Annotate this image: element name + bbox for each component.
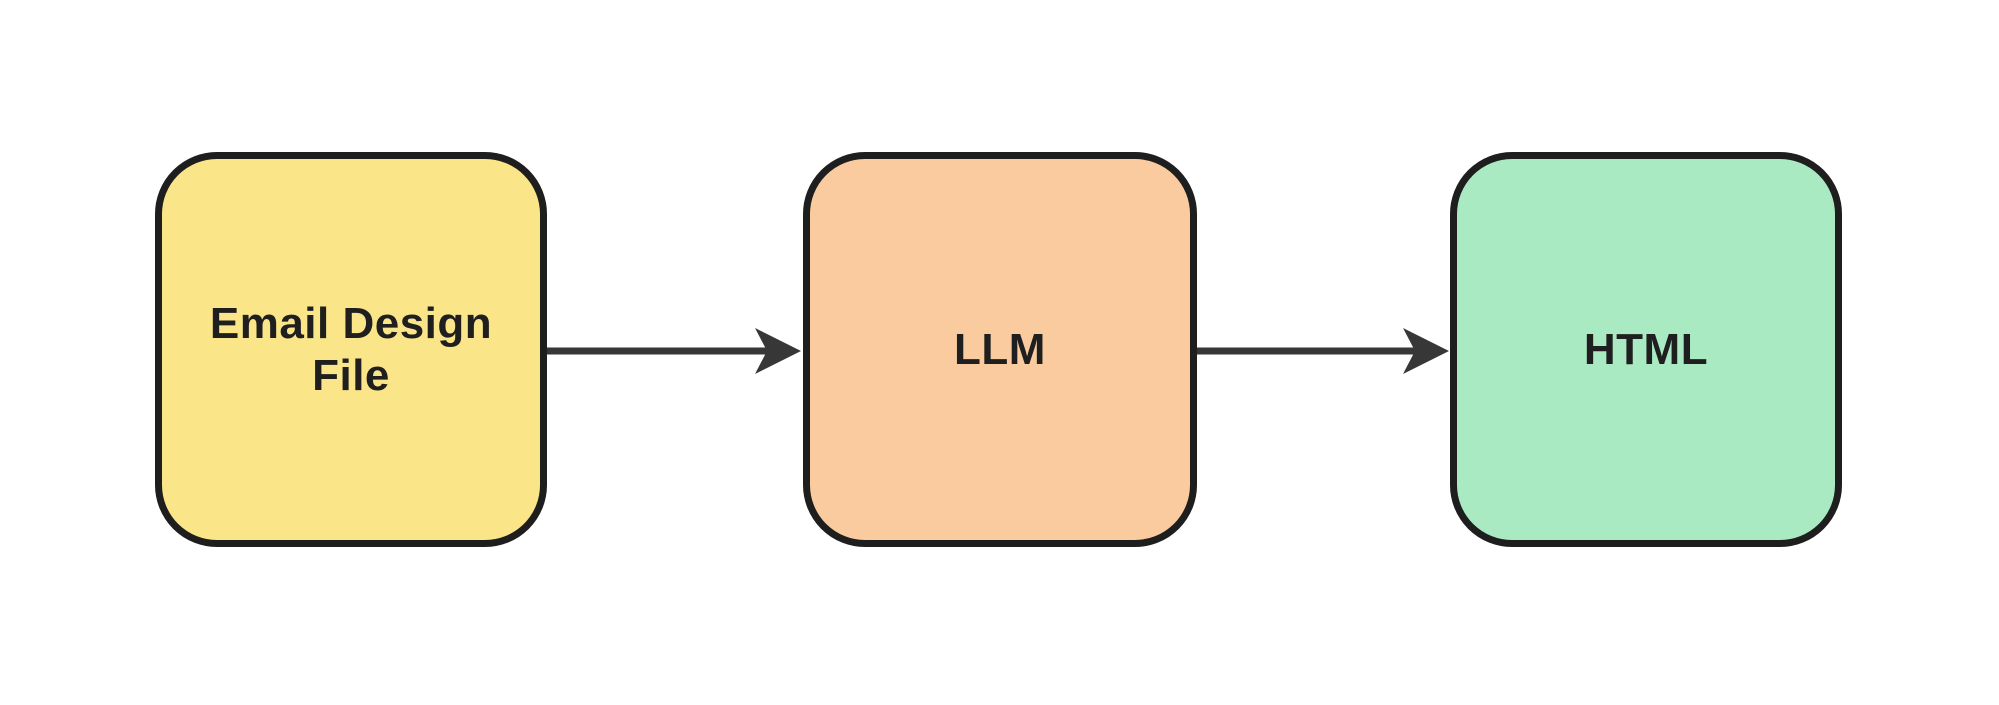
arrow-email-to-llm — [547, 328, 801, 374]
arrow-llm-to-html — [1197, 328, 1449, 374]
arrowhead-icon — [755, 328, 801, 374]
arrowhead-icon — [1403, 328, 1449, 374]
node-html: HTML — [1450, 152, 1842, 547]
node-email-design-file: Email Design File — [155, 152, 547, 547]
node-email-design-file-label: Email Design File — [209, 298, 493, 400]
node-llm-label: LLM — [954, 324, 1046, 374]
node-html-label: HTML — [1583, 324, 1709, 374]
node-llm: LLM — [803, 152, 1197, 547]
